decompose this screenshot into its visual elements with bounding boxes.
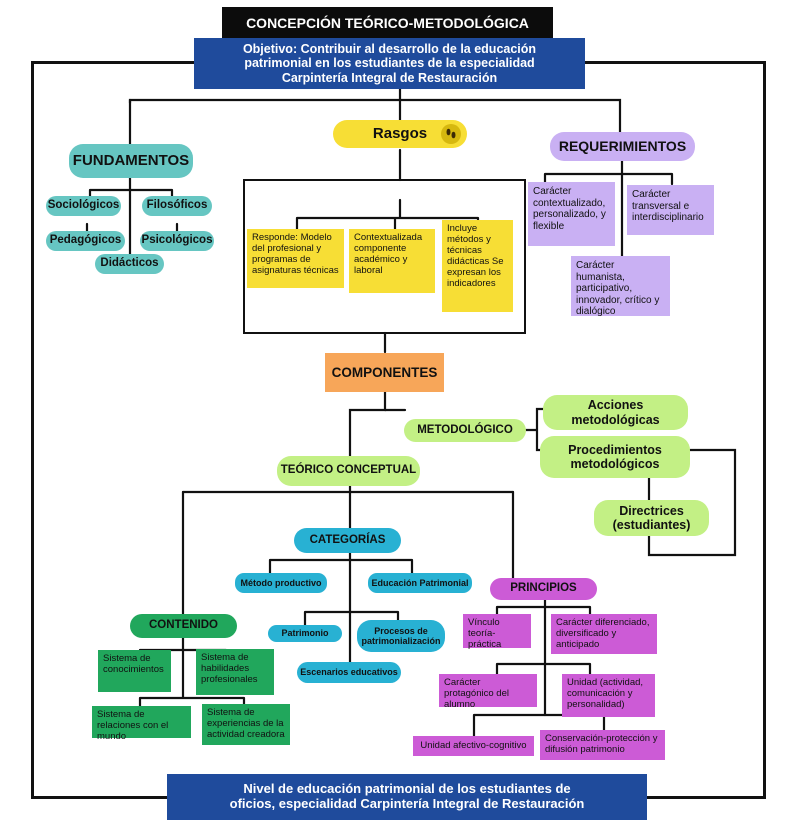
rasgos-label: Rasgos [372, 125, 428, 143]
objective-banner: Objetivo: Contribuir al desarrollo de la… [194, 38, 585, 89]
categorias-escenarios: Escenarios educativos [297, 662, 401, 683]
rasgos-item-incluye: Incluye métodos y técnicas didácticas Se… [442, 220, 513, 312]
fundamentos-didacticos: Didácticos [95, 254, 164, 274]
objective-line-2: patrimonial en los estudiantes de la esp… [244, 56, 535, 71]
principios-unidad-actividad: Unidad (actividad, comunicación y person… [562, 674, 655, 717]
main-title: CONCEPCIÓN TEÓRICO-METODOLÓGICA [222, 7, 553, 39]
principios-protagonico: Carácter protagónico del alumno [439, 674, 537, 710]
contenido-relaciones: Sistema de relaciones con el mundo [92, 706, 191, 742]
connector-req-split [543, 158, 674, 260]
connector-comp-down [348, 390, 387, 458]
fundamentos-pedagogicos: Pedagógicos [46, 231, 125, 251]
principios-afectivo-cognitivo: Unidad afectivo-cognitivo [413, 736, 534, 756]
fundamentos-filosoficos: Filosóficos [142, 196, 212, 216]
fundamentos-title: FUNDAMENTOS [69, 144, 193, 178]
categorias-title: CATEGORÍAS [294, 528, 401, 553]
connector-prin-split [495, 598, 592, 717]
categorias-procesos: Procesos de patrimonialización [357, 620, 445, 652]
connector-cat-split [268, 551, 414, 614]
contenido-habilidades: Sistema de habilidades profesionales [196, 649, 274, 695]
requerimientos-transversal: Carácter transversal e interdisciplinari… [627, 185, 714, 235]
principios-diferenciado: Carácter diferenciado, diversificado y a… [551, 614, 657, 654]
metodologico-title: METODOLÓGICO [404, 419, 526, 442]
principios-vinculo: Vínculo teoría-práctica [463, 614, 531, 650]
footprints-icon [441, 124, 461, 144]
teorico-title: TEÓRICO CONCEPTUAL [277, 456, 420, 486]
objective-line-3: Carpintería Integral de Restauración [281, 70, 498, 85]
rasgos-title: Rasgos [333, 120, 467, 148]
contenido-conocimientos: Sistema de conocimientos [98, 650, 171, 692]
requerimientos-humanista: Carácter humanista, participativo, innov… [571, 256, 670, 317]
fundamentos-sociologicos: Sociológicos [46, 196, 121, 216]
principios-title: PRINCIPIOS [490, 578, 597, 600]
categorias-patrimonio: Patrimonio [268, 625, 342, 642]
contenido-title: CONTENIDO [130, 614, 237, 638]
componentes-title: COMPONENTES [325, 353, 444, 392]
rasgos-item-contextualizada: Contextualizada componente académico y l… [349, 229, 435, 293]
connector-prin-mid [495, 662, 592, 676]
metodologico-acciones: Acciones metodológicas [543, 395, 688, 430]
connector-cont-split [138, 636, 246, 708]
principios-conservacion: Conservación-protección y difusión patri… [540, 730, 665, 760]
metodologico-directrices: Directrices (estudiantes) [594, 500, 709, 536]
rasgos-panel [243, 179, 526, 334]
fundamentos-psicologicos: Psicológicos [140, 231, 214, 251]
result-line-1: Nivel de educación patrimonial de los es… [243, 781, 571, 797]
connector-teorico-bus [181, 484, 515, 494]
connector-meto-right [524, 407, 545, 452]
requerimientos-contextualizado: Carácter contextualizado, personalizado,… [528, 182, 615, 246]
connector-cat-sub [303, 610, 400, 664]
metodologico-procedimientos: Procedimientos metodológicos [540, 436, 690, 478]
connector-meto-directrices [647, 448, 737, 557]
categorias-metodo-productivo: Método productivo [235, 573, 327, 593]
objective-line-1: Objetivo: Contribuir al desarrollo de la… [242, 41, 537, 56]
connector-rasgos-split [295, 198, 480, 232]
rasgos-item-responde: Responde: Modelo del profesional y progr… [247, 229, 344, 288]
requerimientos-title: REQUERIMIENTOS [550, 132, 695, 161]
result-line-2: oficios, especialidad Carpintería Integr… [229, 796, 585, 811]
categorias-educacion-patrimonial: Educación Patrimonial [368, 573, 472, 593]
result-banner: Nivel de educación patrimonial de los es… [167, 774, 647, 820]
contenido-experiencias: Sistema de experiencias de la actividad … [202, 704, 290, 745]
